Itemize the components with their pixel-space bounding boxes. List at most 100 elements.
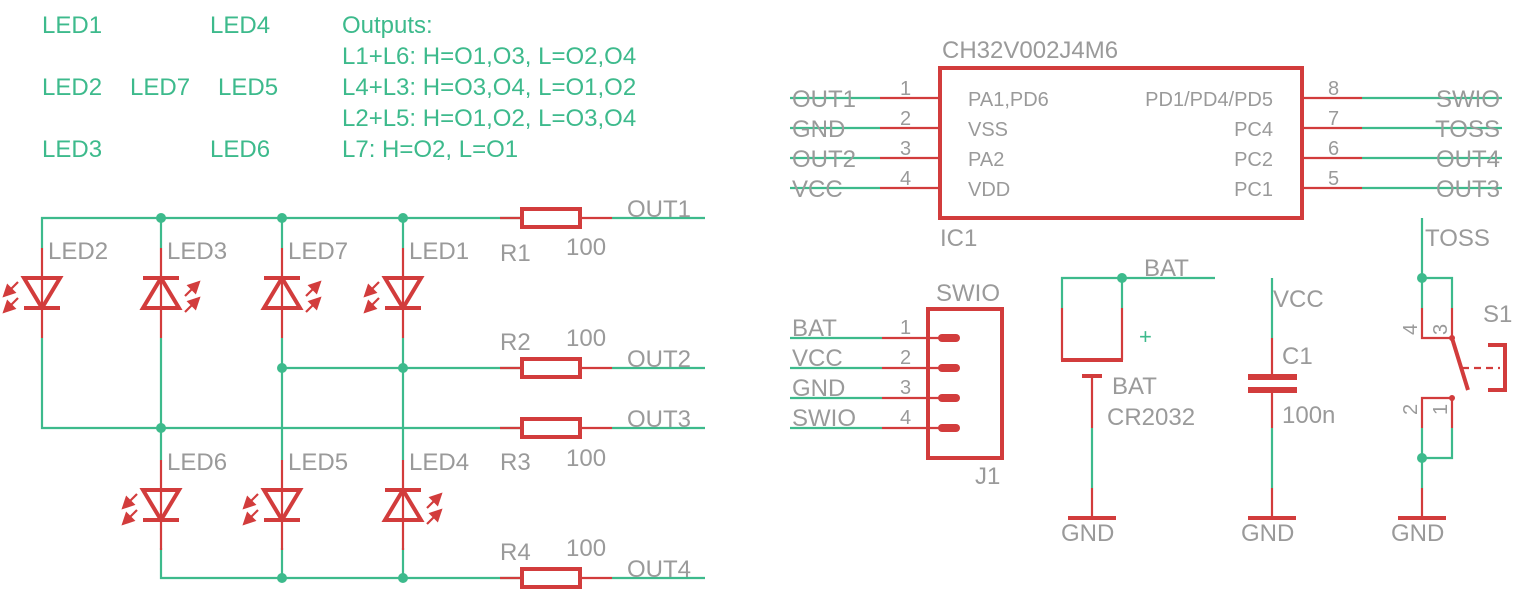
switch-ref: S1 <box>1483 301 1512 328</box>
led-symbol <box>381 460 443 550</box>
ic-pin-number: 5 <box>1328 168 1339 190</box>
battery-value: CR2032 <box>1107 404 1195 431</box>
connector-pin-number: 1 <box>900 317 911 339</box>
connector-net-label: SWIO <box>792 405 856 432</box>
connector-value: SWIO <box>936 280 1000 307</box>
legend-led4: LED4 <box>210 12 270 39</box>
legend-led6: LED6 <box>210 136 270 163</box>
legend-led5: LED5 <box>218 74 278 101</box>
ic-net-label: VCC <box>792 176 843 203</box>
ic-pin-name: PD1/PD4/PD5 <box>1145 89 1273 111</box>
ic-pin-number: 6 <box>1328 138 1339 160</box>
resistor-r3: R3 100 OUT3 <box>500 406 705 476</box>
ic-net-label: OUT3 <box>1436 176 1500 203</box>
ic-pin-number: 7 <box>1328 108 1339 130</box>
gnd-label: GND <box>1061 520 1114 547</box>
led5-label: LED5 <box>288 449 348 476</box>
light-arrow-icon <box>2 281 19 298</box>
battery: BAT + BAT CR2032 GND <box>1060 255 1215 547</box>
light-arrow-icon <box>121 493 138 510</box>
ic-net-label: OUT2 <box>792 146 856 173</box>
ic-pin-number: 3 <box>900 138 911 160</box>
ic-pin-number: 8 <box>1328 78 1339 100</box>
led-matrix-wires <box>40 213 520 583</box>
net-label: OUT3 <box>627 406 691 433</box>
ic-pin-name: PC4 <box>1234 119 1273 141</box>
connector-net-label: BAT <box>792 315 837 342</box>
outputs-line: L2+L5: H=O1,O2, L=O3,O4 <box>342 105 636 132</box>
connector-pin-number: 2 <box>900 347 911 369</box>
legend-led2: LED2 <box>42 74 102 101</box>
light-arrow-icon <box>184 296 201 313</box>
led-symbol <box>2 248 64 338</box>
connector-pin <box>938 424 960 432</box>
capacitor-c1: VCC C1 100n GND <box>1241 278 1335 547</box>
gnd-label: GND <box>1391 520 1444 547</box>
switch-pin: 1 <box>1430 404 1452 415</box>
capacitor-net: VCC <box>1273 286 1324 313</box>
connector-net-label: VCC <box>792 345 843 372</box>
legend-led3: LED3 <box>42 136 102 163</box>
ic-net-label: GND <box>792 116 845 143</box>
capacitor-ref: C1 <box>1282 343 1313 370</box>
light-arrow-icon <box>2 297 19 314</box>
capacitor-value: 100n <box>1282 402 1335 429</box>
led-symbol <box>260 248 322 338</box>
ic-pin-number: 1 <box>900 78 911 100</box>
resistor-r4: R4 100 OUT4 <box>500 535 705 589</box>
ic-pin-name: PA2 <box>968 149 1004 171</box>
led1-label: LED1 <box>409 238 469 265</box>
led2-label: LED2 <box>48 238 108 265</box>
light-arrow-icon <box>363 281 380 298</box>
outputs-line: L7: H=O2, L=O1 <box>342 136 518 163</box>
light-arrow-icon <box>121 509 138 526</box>
resistor-value: 100 <box>566 535 606 562</box>
outputs-line: L1+L6: H=O1,O3, L=O2,O4 <box>342 43 636 70</box>
resistor-r1: R1 100 OUT1 <box>500 196 705 267</box>
light-arrow-icon <box>426 492 443 509</box>
light-arrow-icon <box>242 493 259 510</box>
light-arrow-icon <box>305 296 322 313</box>
ic-pin-number: 4 <box>900 168 911 190</box>
resistor-value: 100 <box>566 234 606 261</box>
led6-label: LED6 <box>167 449 227 476</box>
ic-ref: IC1 <box>940 225 977 252</box>
ic-net-label: OUT4 <box>1436 146 1500 173</box>
switch-pin: 2 <box>1400 404 1422 415</box>
resistor-ref: R2 <box>500 329 531 356</box>
light-arrow-icon <box>426 508 443 525</box>
connector-net-label: GND <box>792 375 845 402</box>
battery-net: BAT <box>1144 255 1189 282</box>
ic-pin-number: 2 <box>900 108 911 130</box>
ic-net-label: TOSS <box>1435 116 1500 143</box>
resistor-r2: R2 100 OUT2 <box>500 325 705 379</box>
led-symbol <box>121 460 183 550</box>
ic-pin-name: PC2 <box>1234 149 1273 171</box>
battery-plus: + <box>1139 324 1152 349</box>
light-arrow-icon <box>363 297 380 314</box>
led3-label: LED3 <box>167 238 227 265</box>
ic-pin-name: VDD <box>968 179 1010 201</box>
led-symbol <box>242 460 304 550</box>
ic-net-label: OUT1 <box>792 86 856 113</box>
resistor-ref: R4 <box>500 539 531 566</box>
light-arrow-icon <box>242 509 259 526</box>
resistor-ref: R3 <box>500 449 531 476</box>
switch-net: TOSS <box>1425 225 1490 252</box>
led-symbol <box>363 248 425 338</box>
net-label: OUT2 <box>627 346 691 373</box>
led-legend: LED1 LED4 LED2 LED7 LED5 LED3 LED6 Outpu… <box>42 12 636 163</box>
light-arrow-icon <box>305 280 322 297</box>
led7-label: LED7 <box>288 238 348 265</box>
outputs-line: L4+L3: H=O3,O4, L=O1,O2 <box>342 74 636 101</box>
resistor-ref: R1 <box>500 240 531 267</box>
outputs-title: Outputs: <box>342 12 433 39</box>
net-label: OUT1 <box>627 196 691 223</box>
battery-ref: BAT <box>1112 373 1157 400</box>
led4-label: LED4 <box>409 449 469 476</box>
ic-part: CH32V002J4M6 <box>942 37 1118 64</box>
resistor-value: 100 <box>566 445 606 472</box>
